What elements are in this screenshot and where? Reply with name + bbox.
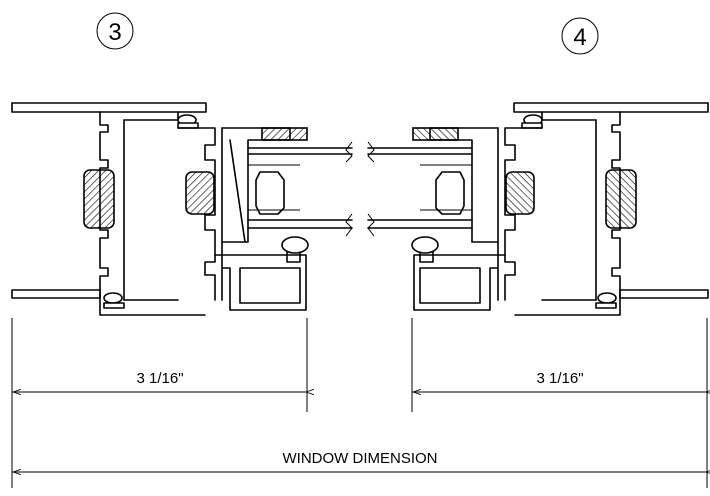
callout-right-number: 4 — [573, 24, 586, 51]
left-width-dimension-label: 3 1/16" — [136, 370, 183, 387]
dimension-lines — [11, 318, 707, 488]
callout-left: 3 — [96, 12, 134, 50]
right-jamb-section — [367, 102, 709, 316]
right-width-dimension-label: 3 1/16" — [536, 370, 583, 387]
callout-right: 4 — [561, 17, 599, 55]
overall-dimension-label: WINDOW DIMENSION — [283, 450, 438, 467]
callout-left-number: 3 — [108, 19, 121, 46]
left-jamb-section — [11, 102, 353, 316]
